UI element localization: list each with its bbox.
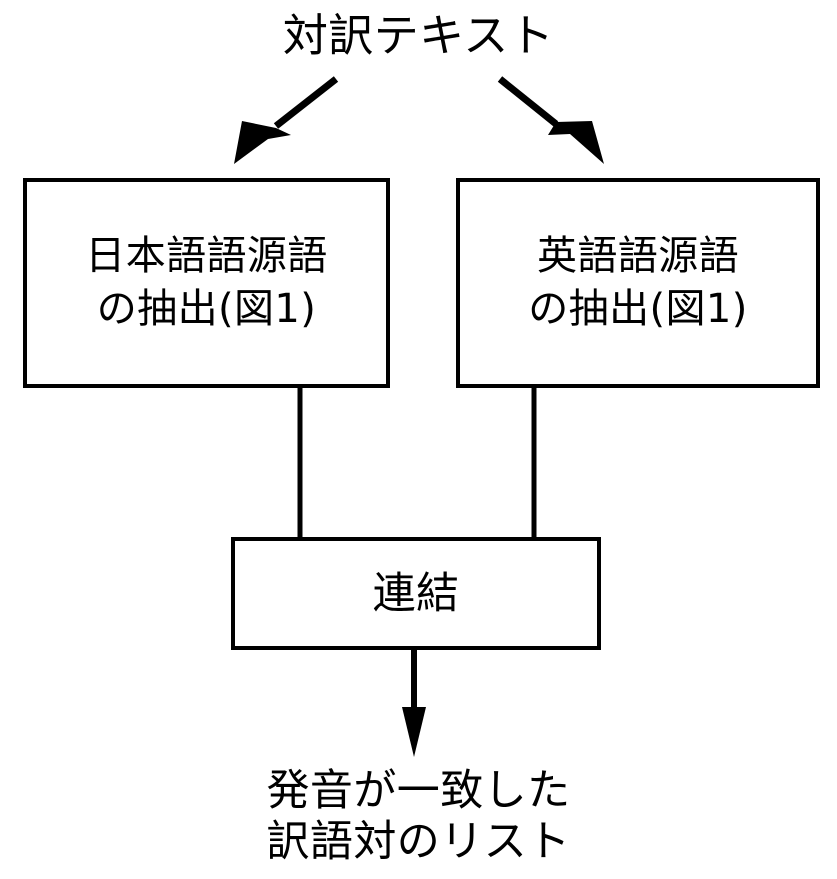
node-japanese-line-2: の抽出(図1) — [96, 286, 317, 332]
node-link-join[interactable]: 連結 — [231, 537, 601, 650]
source-text-label-text: 対訳テキスト — [282, 9, 555, 62]
edge-text-to-japanese-arrow — [234, 76, 339, 164]
edge-text-to-english-arrow — [497, 76, 604, 164]
node-link-line-1: 連結 — [372, 568, 460, 619]
edge-link-to-output-arrow — [402, 650, 426, 757]
node-japanese-etymon-extraction[interactable]: 日本語語源語 の抽出(図1) — [23, 178, 390, 388]
output-result-line-2: 訳語対のリスト — [266, 817, 571, 867]
node-english-line-1: 英語語源語 — [537, 233, 739, 279]
node-japanese-line-1: 日本語語源語 — [85, 233, 328, 279]
output-result-label: 発音が一致した 訳語対のリスト — [0, 766, 837, 868]
node-english-line-2: の抽出(図1) — [528, 286, 748, 332]
output-result-line-1: 発音が一致した — [266, 766, 571, 816]
source-text-label: 対訳テキスト — [0, 8, 837, 64]
node-english-etymon-extraction[interactable]: 英語語源語 の抽出(図1) — [456, 178, 820, 388]
